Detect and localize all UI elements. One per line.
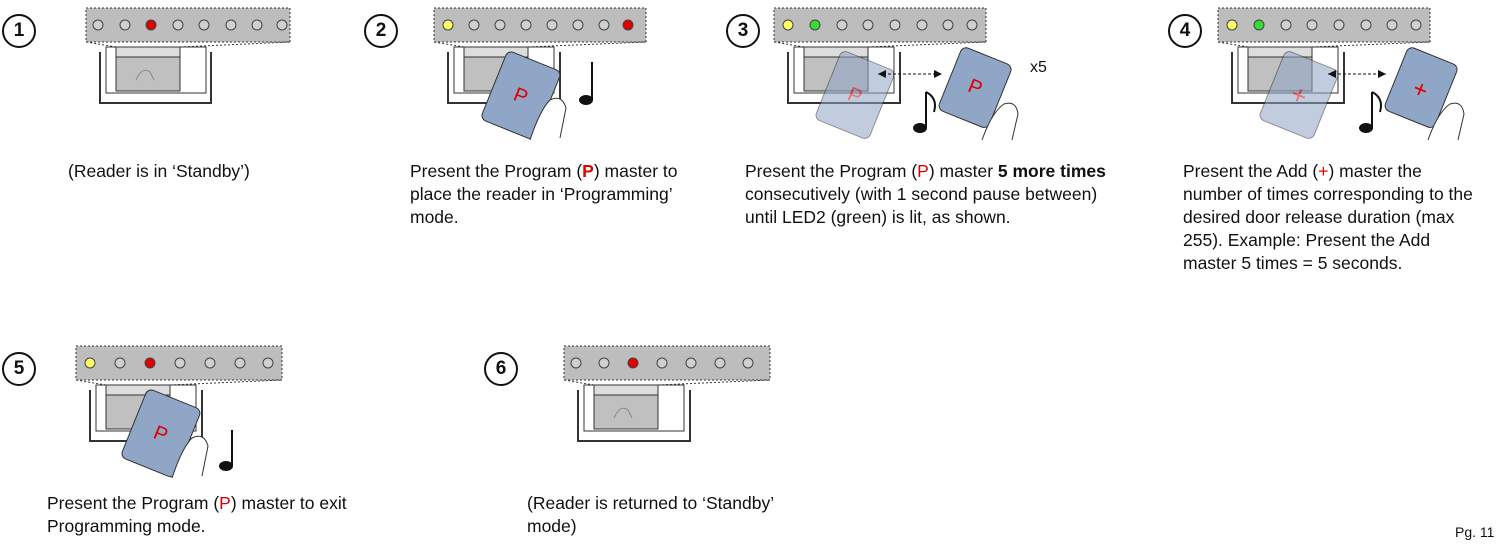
led-1 — [92, 19, 104, 31]
led-8 — [276, 19, 288, 31]
beep-note-icon — [1359, 91, 1382, 133]
led-strip — [115, 46, 181, 58]
reader-illustration-add: + + — [1217, 7, 1465, 141]
step-3-caption: Present the Program (P) master 5 more ti… — [745, 161, 1106, 227]
led-row — [92, 19, 288, 31]
reader-pad — [115, 56, 181, 92]
reader-illustration-standby-return — [563, 345, 771, 442]
step-6-caption: (Reader is returned to ‘Standby’ mode) — [527, 493, 774, 536]
step-5-caption: Present the Program (P) master to exit P… — [47, 493, 347, 536]
reader-housing — [99, 52, 212, 104]
reader-illustration-enter-programming: P — [433, 7, 647, 141]
led-3-red — [145, 19, 157, 31]
led-2-green — [809, 19, 821, 31]
step-number-2: 2 — [364, 14, 398, 48]
reader-illustration-repeat: P P x5 — [773, 7, 1047, 141]
hand-symbol — [135, 69, 155, 81]
led-5 — [198, 19, 210, 31]
step-1-caption: (Reader is in ‘Standby’) — [68, 161, 250, 181]
program-card-repeat: P — [938, 47, 1012, 128]
step-4-caption: Present the Add (+) master the number of… — [1183, 161, 1473, 273]
step-number-4: 4 — [1168, 14, 1202, 48]
step-number-5: 5 — [2, 352, 36, 386]
beep-note-icon — [579, 62, 593, 105]
beep-note-icon — [913, 91, 936, 133]
repeat-count: x5 — [1030, 59, 1047, 76]
step-number-1: 1 — [2, 14, 36, 48]
led-7 — [251, 19, 263, 31]
led-1-yellow — [442, 19, 454, 31]
add-card: + — [1384, 47, 1458, 128]
step-number-3: 3 — [726, 14, 760, 48]
step-number-6: 6 — [484, 352, 518, 386]
led-2 — [119, 19, 131, 31]
led-4 — [172, 19, 184, 31]
led-6 — [225, 19, 237, 31]
page-number: Pg. 11 — [1455, 524, 1495, 540]
step-2-caption: Present the Program (P) master to place … — [410, 161, 678, 227]
reader-illustration-exit-programming: P — [75, 345, 283, 479]
beep-note-icon — [219, 430, 233, 471]
reader-illustration-standby — [85, 7, 291, 104]
led-8-red — [622, 19, 634, 31]
hand — [529, 97, 567, 141]
